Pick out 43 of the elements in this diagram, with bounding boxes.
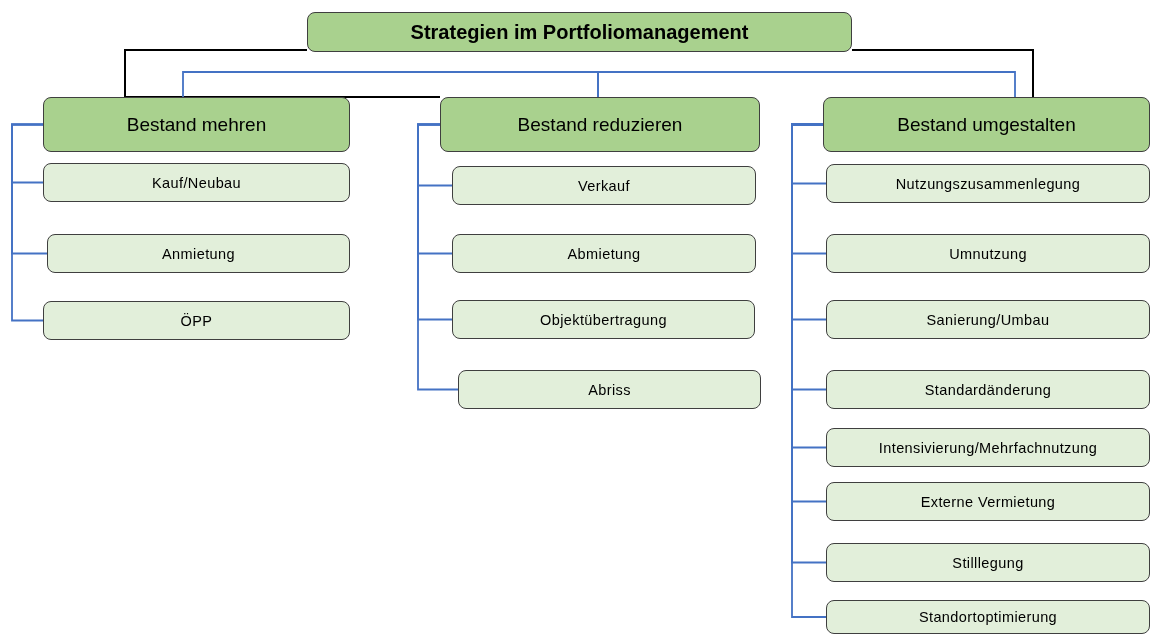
connector-line	[11, 123, 44, 322]
connector-line	[417, 123, 459, 391]
box-label: Bestand mehren	[126, 113, 267, 136]
strategy-box	[826, 482, 1150, 521]
box-label: Abriss	[588, 381, 631, 398]
strategy-box	[452, 300, 755, 339]
strategy-box	[826, 300, 1150, 339]
category-box	[823, 97, 1150, 152]
box-label: Bestand reduzieren	[517, 113, 683, 136]
strategy-box	[452, 234, 756, 273]
box-label: Bestand umgestalten	[897, 113, 1076, 136]
box-label: Stilllegung	[952, 554, 1024, 571]
strategy-box	[43, 301, 350, 340]
box-label: Kauf/Neubau	[151, 174, 242, 191]
box-label: ÖPP	[180, 312, 213, 329]
box-label: Externe Vermietung	[920, 493, 1056, 510]
category-box	[440, 97, 760, 152]
strategy-box	[826, 370, 1150, 409]
connector-line	[182, 71, 599, 98]
box-label: Intensivierung/Mehrfachnutzung	[878, 439, 1098, 456]
box-label: Anmietung	[162, 245, 235, 262]
strategy-box	[826, 543, 1150, 582]
box-label: Strategien im Portfoliomanagement	[410, 20, 749, 44]
strategy-box	[43, 163, 350, 202]
box-label: Sanierung/Umbau	[926, 311, 1050, 328]
box-label: Standortoptimierung	[918, 609, 1058, 625]
strategy-box	[826, 164, 1150, 203]
strategy-box	[826, 428, 1150, 467]
strategy-box	[458, 370, 761, 409]
box-label: Objektübertragung	[540, 311, 667, 328]
connector-line	[597, 71, 1016, 98]
box-label: Standardänderung	[924, 381, 1052, 398]
strategy-box	[826, 600, 1150, 634]
category-box	[43, 97, 350, 152]
strategy-box	[47, 234, 350, 273]
strategy-box	[826, 234, 1150, 273]
box-label: Abmietung	[567, 245, 641, 262]
box-label: Verkauf	[578, 177, 630, 194]
strategy-box	[452, 166, 756, 205]
box-label: Nutzungszusammenlegung	[895, 175, 1081, 192]
title-box	[307, 12, 852, 52]
connector-line	[851, 49, 1034, 98]
box-label: Umnutzung	[949, 245, 1027, 262]
